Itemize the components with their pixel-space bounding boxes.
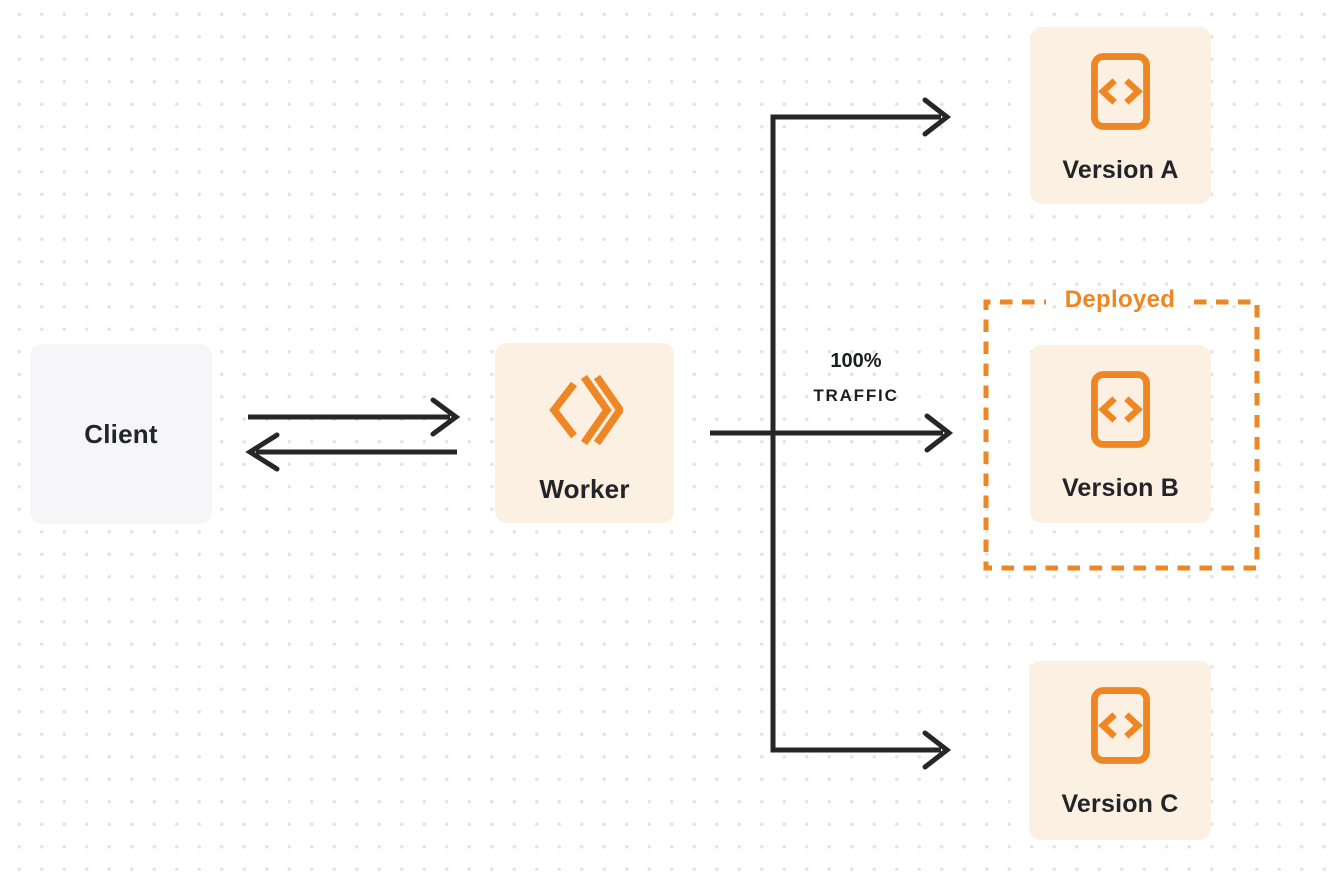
version-a-arrow-head (922, 97, 952, 137)
version-c-arrow-head (922, 730, 952, 770)
version-c-label: Version C (1061, 790, 1179, 818)
traffic-arrow-head (924, 413, 954, 453)
version-b-label: Version B (1061, 474, 1180, 502)
request-arrow-head (430, 397, 461, 437)
version-c-node: Version C (1029, 661, 1211, 840)
client-node-label: Client (84, 418, 158, 449)
cloudflare-workers-logo-icon (547, 372, 625, 448)
worker-node: Worker (495, 343, 674, 523)
branch-trunk (770, 114, 941, 753)
deployed-label: Deployed (1064, 286, 1176, 313)
code-file-icon (1090, 687, 1150, 764)
worker-node-label: Worker (539, 474, 630, 504)
code-file-icon (1091, 53, 1150, 130)
client-node: Client (30, 344, 212, 524)
code-file-icon (1091, 371, 1150, 448)
version-b-node: Version B (1030, 345, 1211, 523)
traffic-annotation: 100% TRAFFIC (791, 350, 921, 406)
response-arrow-head (245, 432, 280, 472)
version-a-node: Version A (1030, 27, 1211, 204)
traffic-word-text: TRAFFIC (813, 386, 899, 405)
version-a-label: Version A (1062, 156, 1179, 184)
traffic-percent-text: 100% (830, 350, 882, 372)
